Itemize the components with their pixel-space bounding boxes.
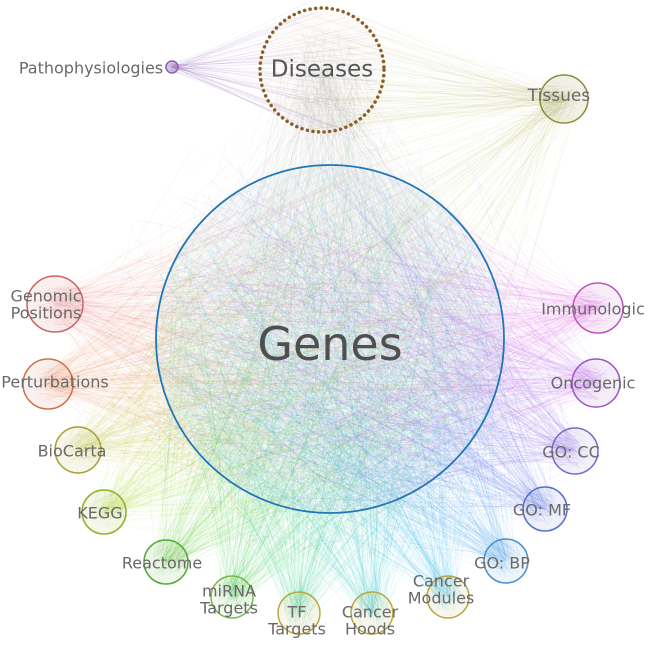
node-oncogenic[interactable]: [571, 358, 621, 408]
node-biocarta[interactable]: [54, 426, 102, 474]
node-pathophysiologies[interactable]: [165, 60, 179, 74]
node-reactome[interactable]: [143, 539, 189, 585]
edge-bundle-biocarta-to-genes: [60, 122, 531, 546]
node-go_mf[interactable]: [522, 486, 568, 532]
edge-bundle-go_mf-to-genes: [133, 155, 561, 550]
node-kegg[interactable]: [81, 489, 127, 535]
edge-bundle-reactome-to-genes: [145, 114, 562, 577]
edge-bundle-tissues-to-genes: [123, 81, 581, 516]
node-tf_targets[interactable]: [277, 591, 321, 635]
node-genomic_positions[interactable]: [26, 275, 84, 333]
node-perturbations[interactable]: [22, 358, 74, 410]
edge-bundle-mirna_targets-to-genes: [126, 115, 560, 613]
edge-bundle-kegg-to-genes: [88, 108, 499, 558]
node-tissues[interactable]: [539, 74, 589, 124]
node-mirna_targets[interactable]: [210, 575, 254, 619]
edge-bundle-diseases-to-genes: [121, 26, 544, 521]
node-genes[interactable]: [155, 164, 505, 514]
node-go_cc[interactable]: [551, 427, 599, 475]
edge-bundle-tissues-to-diseases: [258, 9, 581, 143]
edge-bundle-immunologic-to-genes: [108, 159, 617, 532]
node-cancer_modules[interactable]: [426, 575, 470, 619]
node-cancer_hoods[interactable]: [350, 591, 394, 635]
node-immunologic[interactable]: [572, 282, 624, 334]
edge-bundle-perturbations-to-genes: [29, 129, 553, 572]
node-diseases[interactable]: [258, 6, 386, 134]
edge-bundle-cancer_hoods-to-genes: [137, 138, 533, 628]
edge-bundle-go_cc-to-genes: [125, 160, 591, 572]
edge-bundle-pathophysiologies-to-diseases: [167, 2, 384, 142]
edge-bundle-genomic_positions-to-genes: [34, 168, 509, 542]
node-go_bp[interactable]: [483, 538, 529, 584]
edge-bundle-cancer_modules-to-genes: [103, 133, 499, 613]
